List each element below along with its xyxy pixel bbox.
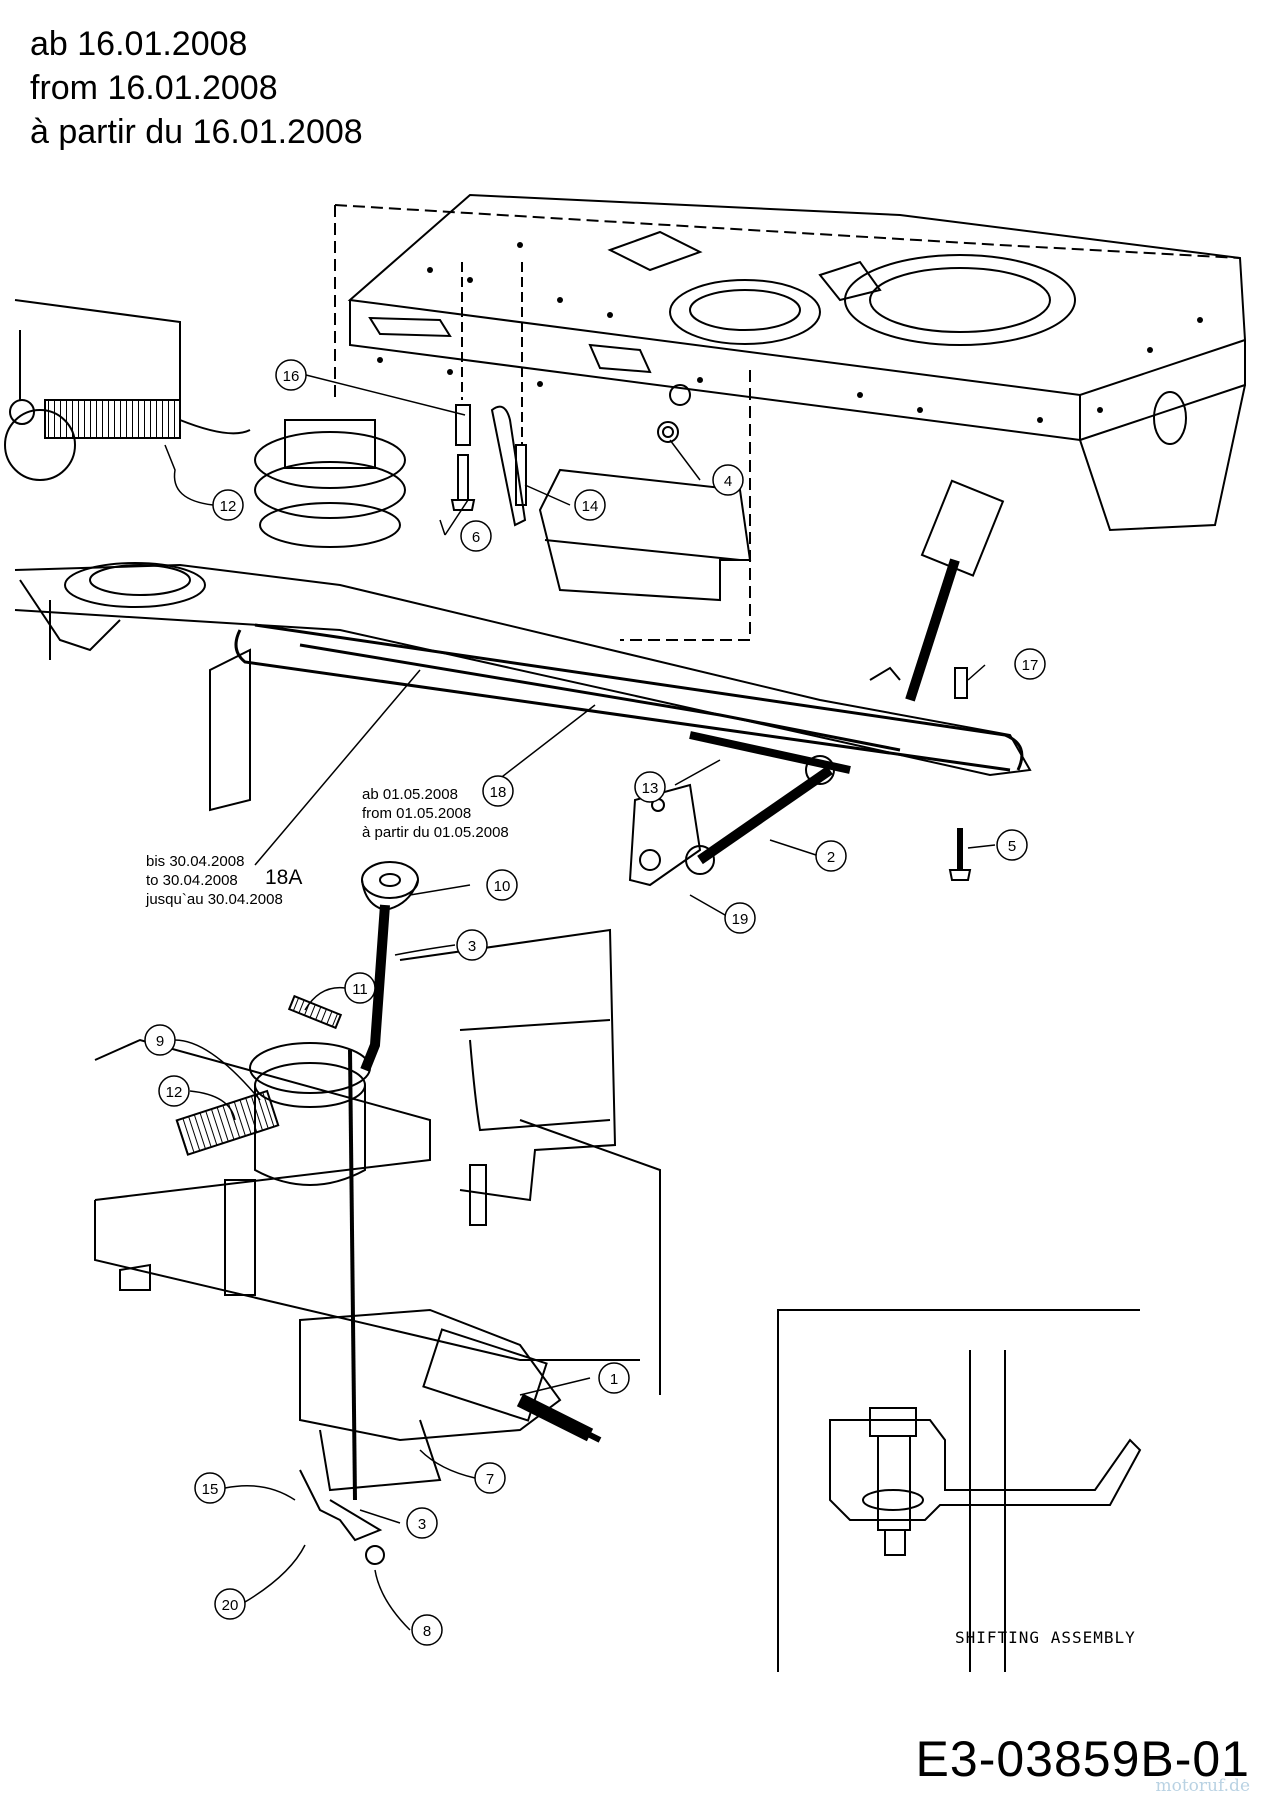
lower-link-assembly (628, 479, 1005, 887)
svg-text:12: 12 (166, 1084, 183, 1101)
callout-9: 9 (144, 1024, 176, 1056)
callout-12-lower: 12 (158, 1075, 190, 1107)
svg-text:5: 5 (1008, 838, 1016, 855)
callout-11: 11 (344, 972, 376, 1004)
svg-text:13: 13 (642, 780, 659, 797)
callout-5: 5 (996, 829, 1028, 861)
svg-text:19: 19 (732, 911, 749, 928)
header-date-de: ab 16.01.2008 (30, 25, 248, 63)
svg-text:17: 17 (1022, 657, 1039, 674)
shifting-assembly-inset (777, 1309, 1142, 1672)
svg-text:3: 3 (468, 938, 476, 955)
svg-text:18: 18 (490, 784, 507, 801)
svg-text:3: 3 (418, 1516, 426, 1533)
callout-2: 2 (815, 840, 847, 872)
transmission-assembly (94, 861, 661, 1565)
callout-18: 18 (482, 775, 514, 807)
note-until-en: to 30.04.2008 (146, 872, 238, 889)
svg-text:7: 7 (486, 1471, 494, 1488)
note-from-de: ab 01.05.2008 (362, 786, 458, 803)
svg-text:2: 2 (827, 849, 835, 866)
callout-1: 1 (598, 1362, 630, 1394)
upper-left-assembly (4, 299, 1032, 812)
svg-text:4: 4 (724, 473, 732, 490)
svg-text:10: 10 (494, 878, 511, 895)
control-rod-18 (234, 623, 1024, 772)
callout-20: 20 (214, 1588, 246, 1620)
inset-caption: SHIFTING ASSEMBLY (955, 1628, 1136, 1647)
callout-3-lower: 3 (406, 1507, 438, 1539)
note-from-en: from 01.05.2008 (362, 805, 472, 822)
callout-12-upper: 12 (212, 489, 244, 521)
note-until-fr: jusqu`au 30.04.2008 (146, 891, 283, 908)
leader-lines (164, 374, 996, 1631)
note-until-30042008: bis 30.04.2008 to 30.04.2008 jusqu`au 30… (146, 852, 283, 909)
header-date-en: from 16.01.2008 (30, 69, 278, 107)
callout-15: 15 (194, 1472, 226, 1504)
callout-7: 7 (474, 1462, 506, 1494)
callout-6: 6 (460, 520, 492, 552)
watermark: motoruf.de (1155, 1776, 1250, 1796)
svg-text:15: 15 (202, 1481, 219, 1498)
note-until-de: bis 30.04.2008 (146, 853, 245, 870)
svg-text:20: 20 (222, 1597, 239, 1614)
callout-4: 4 (712, 464, 744, 496)
callout-17: 17 (1014, 648, 1046, 680)
header-date-fr: à partir du 16.01.2008 (30, 113, 363, 151)
svg-text:6: 6 (472, 529, 480, 546)
svg-text:8: 8 (423, 1623, 431, 1640)
svg-text:1: 1 (610, 1371, 618, 1388)
callout-19: 19 (724, 902, 756, 934)
callout-3-upper: 3 (456, 929, 488, 961)
callout-13: 13 (634, 771, 666, 803)
svg-text:14: 14 (582, 498, 599, 515)
document-id: E3-03859B-01 (915, 1731, 1250, 1787)
label-18A: 18A (265, 866, 303, 889)
svg-text:11: 11 (352, 981, 368, 998)
svg-text:9: 9 (156, 1033, 164, 1050)
callout-8: 8 (411, 1614, 443, 1646)
callout-14: 14 (574, 489, 606, 521)
svg-text:16: 16 (283, 368, 300, 385)
callout-16: 16 (275, 359, 307, 391)
callouts: 16 4 14 6 12 17 18 13 5 2 19 10 3 11 9 1… (144, 359, 1046, 1646)
note-from-fr: à partir du 01.05.2008 (362, 824, 509, 841)
upper-fasteners (450, 262, 679, 527)
svg-text:12: 12 (220, 498, 237, 515)
note-from-01052008: ab 01.05.2008 from 01.05.2008 à partir d… (362, 785, 509, 842)
frame-chassis (334, 193, 1247, 641)
callout-10: 10 (486, 869, 518, 901)
